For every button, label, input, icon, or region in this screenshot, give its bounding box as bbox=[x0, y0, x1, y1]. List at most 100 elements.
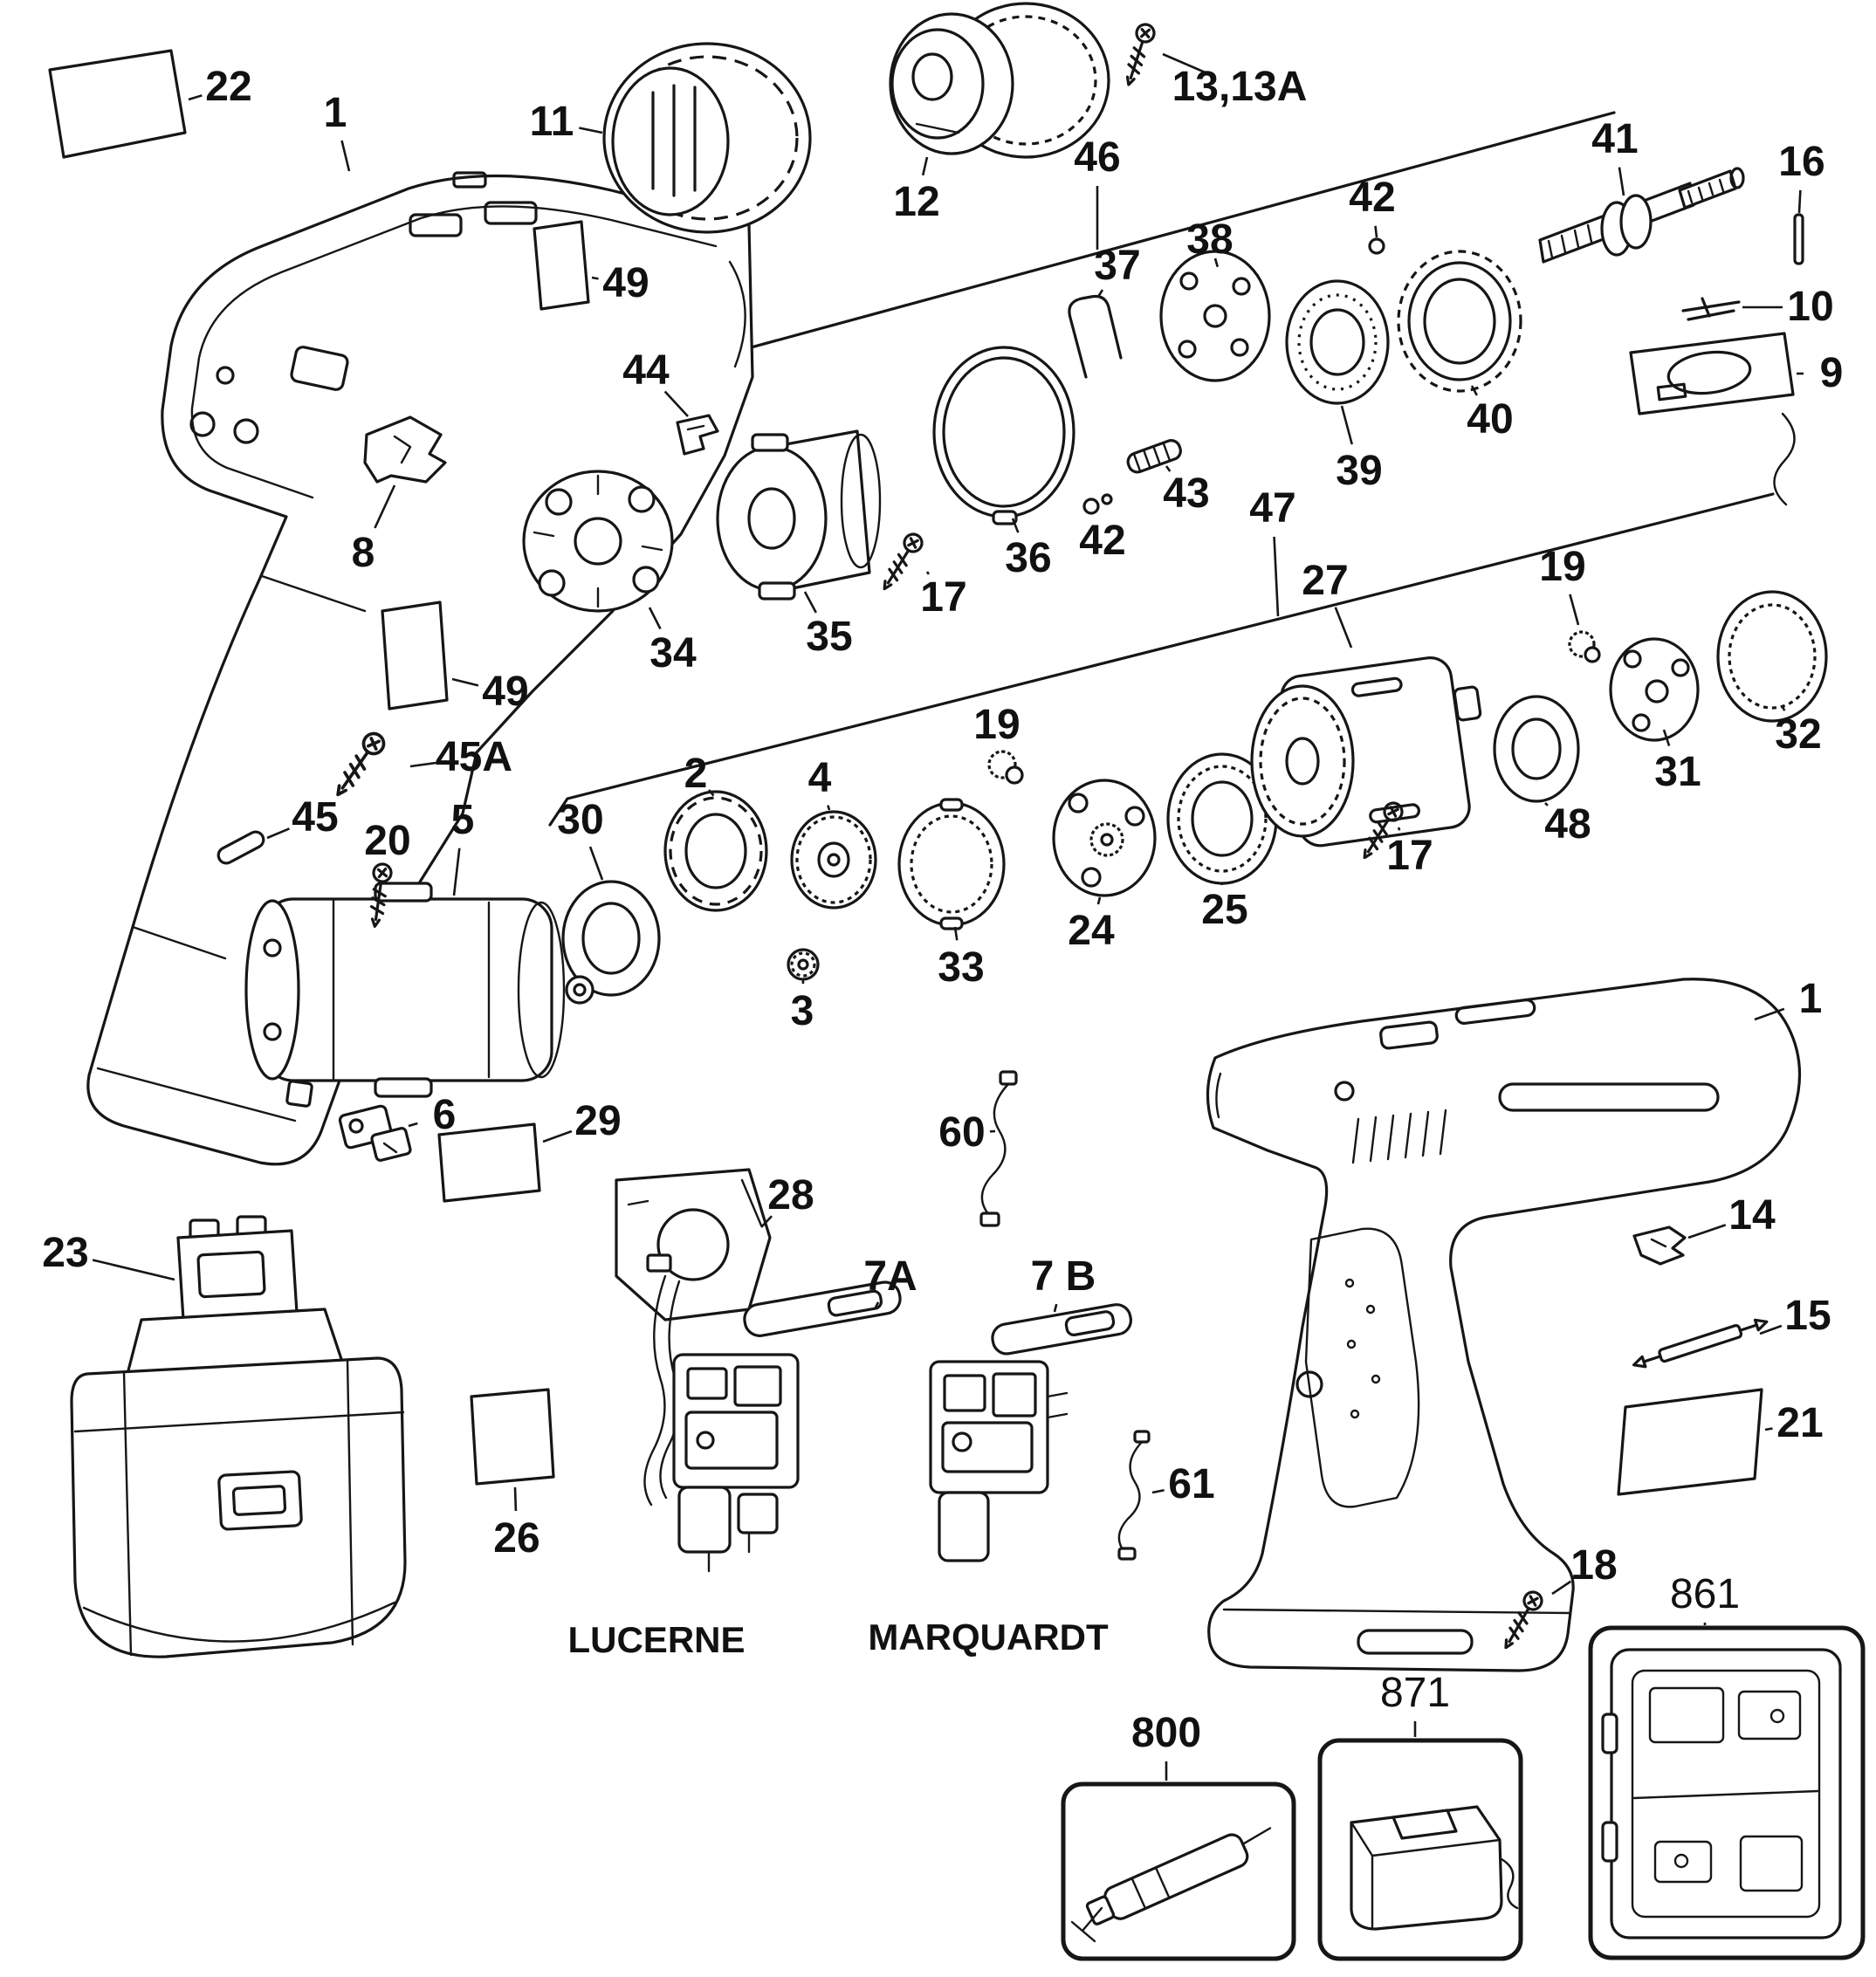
leader-line bbox=[92, 1259, 175, 1281]
part-callout-40: 40 bbox=[1467, 396, 1514, 443]
part-callout-38: 38 bbox=[1186, 216, 1233, 263]
washer30-art bbox=[561, 880, 661, 997]
part-callout-861: 861 bbox=[1669, 1571, 1741, 1617]
leader-line bbox=[1662, 729, 1671, 746]
leader-line bbox=[1470, 385, 1478, 396]
leader-line bbox=[1754, 1007, 1785, 1021]
gear3-art bbox=[787, 948, 820, 981]
leader-line bbox=[708, 789, 715, 797]
part-callout-2: 2 bbox=[684, 751, 708, 797]
leader-line bbox=[266, 827, 290, 840]
leader-line bbox=[1759, 1324, 1783, 1335]
part-callout-23: 23 bbox=[42, 1230, 89, 1276]
part-callout-25: 25 bbox=[1201, 887, 1248, 933]
part-callout-13-13A: 13,13A bbox=[1172, 64, 1308, 110]
part-callout-44: 44 bbox=[622, 347, 670, 394]
washer48-art bbox=[1493, 695, 1580, 803]
bit15-art bbox=[1632, 1318, 1769, 1369]
leader-line bbox=[408, 1122, 418, 1128]
ringgear40-art bbox=[1397, 250, 1522, 393]
part-callout-47: 47 bbox=[1249, 485, 1296, 532]
switch7b-art bbox=[929, 1303, 1132, 1562]
part-callout-36: 36 bbox=[1005, 535, 1052, 581]
part-callout-19: 19 bbox=[973, 702, 1020, 748]
accessory-box-800-art bbox=[1061, 1781, 1296, 1961]
part-callout-33: 33 bbox=[938, 944, 985, 991]
leader-line bbox=[663, 390, 689, 417]
part-callout-20: 20 bbox=[364, 818, 411, 864]
wire61-art bbox=[1117, 1430, 1151, 1561]
leader-line bbox=[409, 760, 447, 768]
ball42b-art bbox=[1082, 493, 1113, 515]
leader-line bbox=[803, 591, 817, 614]
part-callout-6: 6 bbox=[432, 1092, 457, 1138]
leader-line bbox=[1151, 1489, 1165, 1494]
part-callout-41: 41 bbox=[1591, 116, 1639, 162]
gear4-art bbox=[790, 810, 877, 910]
part-callout-4: 4 bbox=[807, 755, 832, 801]
motor5-art bbox=[244, 882, 594, 1108]
leader-line bbox=[1213, 257, 1220, 268]
part-callout-871: 871 bbox=[1379, 1670, 1451, 1716]
part-callout-17: 17 bbox=[1386, 833, 1433, 879]
leader-line bbox=[1011, 518, 1020, 533]
spindle41-art bbox=[1538, 167, 1745, 264]
leader-line bbox=[340, 140, 351, 172]
collar11-art bbox=[602, 42, 812, 234]
part-callout-16: 16 bbox=[1778, 139, 1825, 185]
staple37-art bbox=[1068, 294, 1123, 379]
part-callout-3: 3 bbox=[790, 988, 814, 1034]
leader-line bbox=[188, 94, 203, 101]
leader-line bbox=[760, 1215, 773, 1228]
part-callout-7-B: 7 B bbox=[1030, 1253, 1096, 1300]
part-callout-8: 8 bbox=[351, 530, 375, 576]
part-callout-29: 29 bbox=[574, 1098, 622, 1144]
leader-line bbox=[953, 926, 959, 941]
clip10-art bbox=[1681, 297, 1741, 321]
part-callout-1: 1 bbox=[323, 90, 347, 136]
leader-line bbox=[542, 1129, 573, 1143]
washer2-art bbox=[663, 790, 768, 912]
part-callout-42: 42 bbox=[1079, 518, 1126, 564]
leader-line bbox=[1797, 189, 1802, 214]
leader-line bbox=[1764, 1427, 1773, 1431]
part-callout-10: 10 bbox=[1787, 284, 1834, 330]
part-callout-5: 5 bbox=[450, 797, 475, 843]
clip14-art bbox=[1632, 1225, 1687, 1266]
carrier34-art bbox=[522, 470, 674, 613]
leader-line bbox=[1687, 1224, 1727, 1239]
part-callout-49: 49 bbox=[602, 260, 649, 306]
spring43-art bbox=[1126, 439, 1182, 474]
accessory-box-871-art bbox=[1317, 1738, 1523, 1961]
part-callout-49: 49 bbox=[482, 669, 529, 715]
leader-line bbox=[827, 805, 831, 811]
leader-line bbox=[374, 484, 396, 529]
leader-line bbox=[1544, 802, 1549, 807]
sticker-labels-art bbox=[48, 49, 1763, 1496]
switch7a-art bbox=[643, 1253, 902, 1573]
plate38-art bbox=[1159, 250, 1271, 382]
leader-line bbox=[1340, 405, 1354, 445]
part-callout-11: 11 bbox=[529, 99, 574, 145]
leader-line bbox=[1273, 536, 1280, 617]
ringgear33-art bbox=[897, 798, 1006, 930]
brush6-art bbox=[338, 1104, 412, 1162]
caption-lucerne: LUCERNE bbox=[567, 1619, 746, 1660]
leader-line bbox=[451, 677, 479, 687]
part-callout-60: 60 bbox=[938, 1109, 986, 1156]
part-callout-32: 32 bbox=[1775, 711, 1822, 758]
part-callout-34: 34 bbox=[649, 630, 697, 676]
latch8-art bbox=[363, 415, 447, 484]
leader-line bbox=[1096, 896, 1102, 905]
part-callout-1: 1 bbox=[1798, 976, 1823, 1022]
leader-line bbox=[921, 156, 929, 176]
leader-line bbox=[1165, 465, 1172, 472]
gearcase27-art bbox=[1250, 656, 1482, 848]
leader-line bbox=[1162, 52, 1215, 78]
part-callout-46: 46 bbox=[1074, 134, 1121, 181]
part-callout-18: 18 bbox=[1570, 1542, 1618, 1589]
leader-line bbox=[579, 127, 603, 134]
